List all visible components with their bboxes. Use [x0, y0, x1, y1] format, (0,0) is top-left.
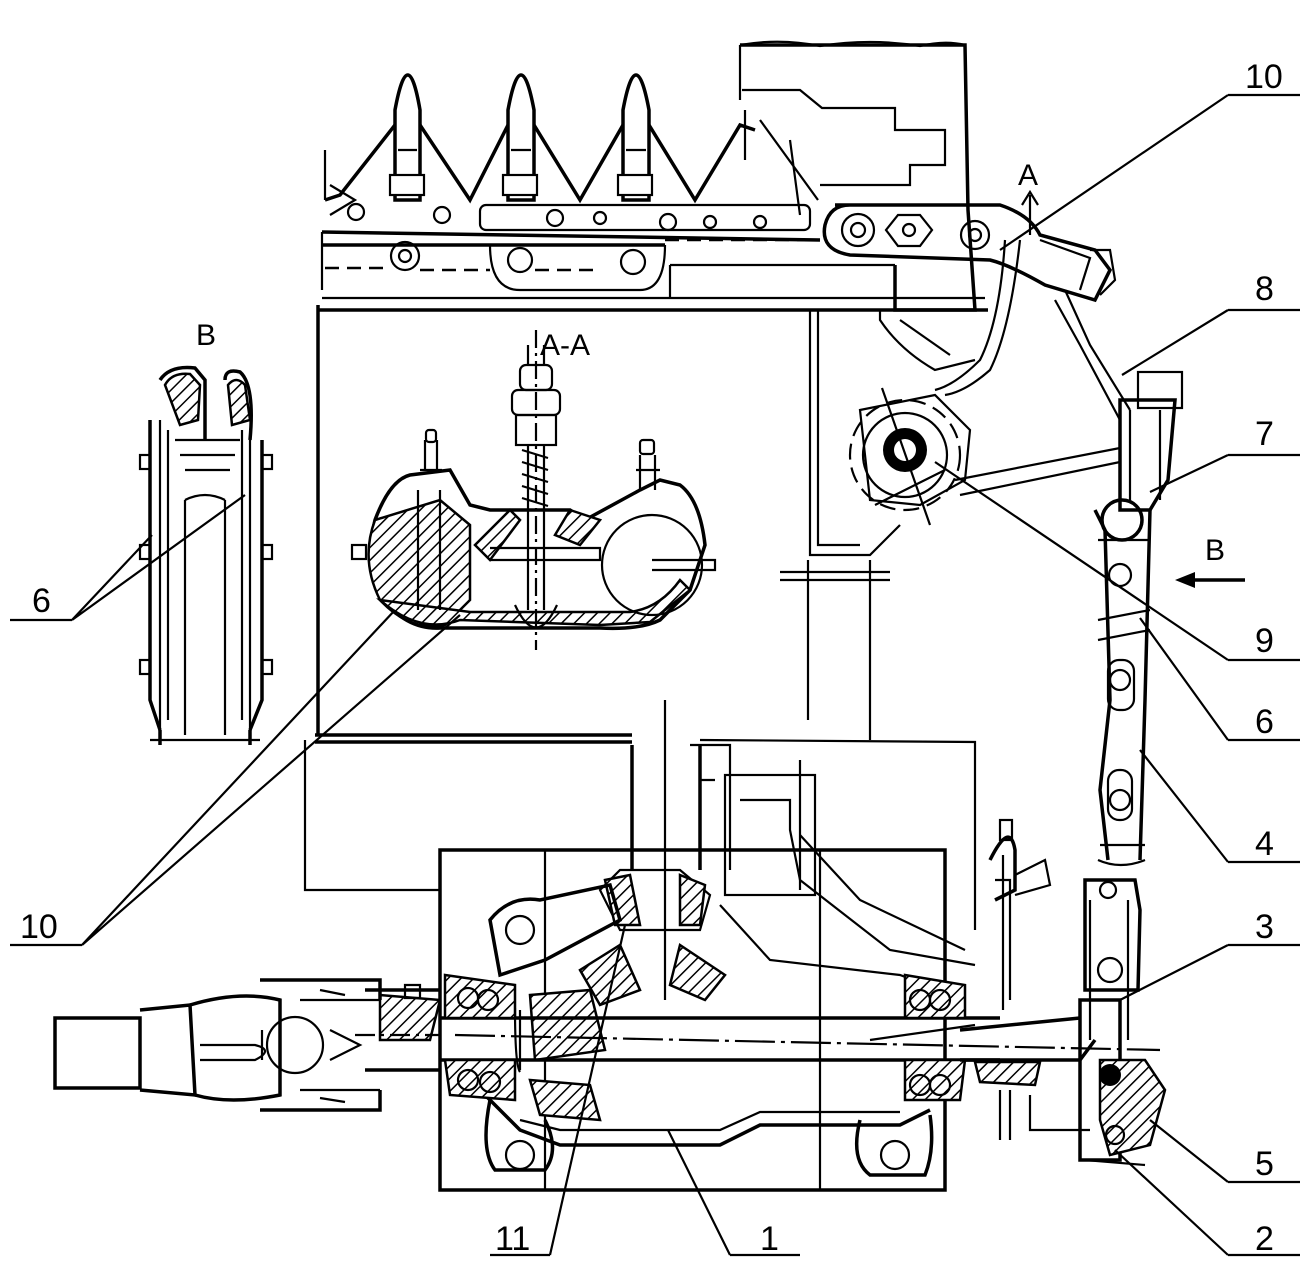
leader-8: [1121, 308, 1300, 376]
guard-finger: [501, 73, 539, 202]
leader-10-top: [999, 93, 1300, 251]
callout-5: 5: [1255, 1145, 1274, 1183]
knife-sections: [324, 122, 756, 204]
cut-a-label: A: [1018, 159, 1038, 192]
cut-arrow-a: [1021, 189, 1039, 235]
leader-10-left: [10, 609, 461, 947]
pto-shaft: [53, 978, 382, 1112]
leader-11: [490, 924, 627, 1257]
cutter-bar: [320, 73, 985, 300]
view-b-label: B: [196, 319, 216, 352]
callout-4: 4: [1255, 825, 1274, 863]
leader-7: [1149, 453, 1300, 493]
leader-3: [1119, 943, 1300, 1001]
guard-finger: [616, 73, 654, 202]
leader-4: [1139, 749, 1300, 864]
callout-8: 8: [1255, 270, 1274, 308]
callout-11: 11: [495, 1220, 530, 1258]
leader-5: [1149, 1119, 1300, 1184]
gearbox: [355, 700, 1167, 1192]
frame-outline: [303, 305, 988, 930]
leader-1: [667, 1129, 800, 1257]
knife-back: [321, 230, 821, 247]
leader-shaft: [869, 1023, 976, 1042]
labels: B A-A A B 10 8 7 9 6 4 3 5 2 1 11 10 6: [20, 58, 1283, 1258]
callout-6-left: 6: [32, 582, 51, 620]
leader-2: [1114, 1149, 1300, 1257]
callout-2: 2: [1255, 1220, 1274, 1258]
leader-lines: [10, 93, 1300, 1257]
section-a-a: [350, 330, 717, 650]
callout-3: 3: [1255, 908, 1274, 946]
leader-9: [934, 461, 1300, 662]
bell-crank-lever: [848, 239, 1121, 526]
callout-9: 9: [1255, 622, 1274, 660]
drive-lever-assembly: [1054, 289, 1184, 1040]
callout-10-top: 10: [1245, 58, 1283, 96]
knife-head-plate: [478, 203, 812, 232]
callout-1: 1: [760, 1220, 779, 1258]
leader-6-left: [10, 494, 246, 622]
view-b: [138, 365, 274, 745]
arrow-b-label: B: [1205, 534, 1225, 567]
callout-10-left: 10: [20, 908, 58, 946]
guard-finger: [388, 73, 426, 202]
section-aa-label: A-A: [540, 329, 590, 362]
leader-6-right: [1139, 617, 1300, 742]
callout-7: 7: [1255, 415, 1274, 453]
connecting-rod: [822, 203, 1117, 303]
callout-6-right: 6: [1255, 703, 1274, 741]
